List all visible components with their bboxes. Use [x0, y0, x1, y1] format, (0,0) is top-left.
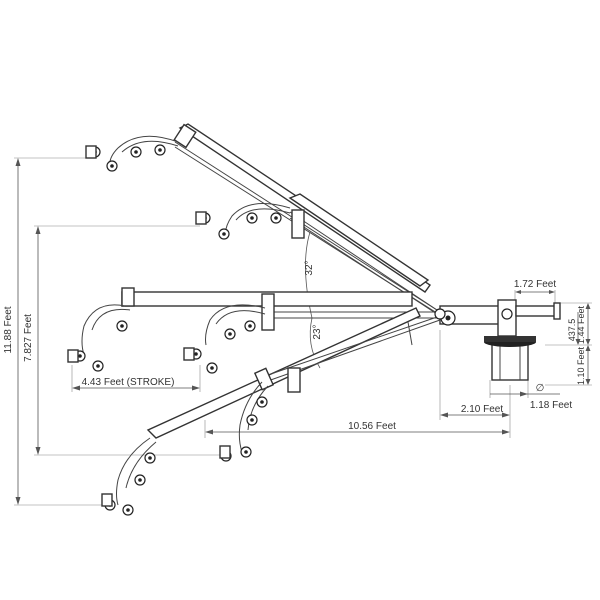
dim-total-height: 11.88 Feet	[3, 157, 105, 506]
dim-diameter: ∅ 1.18 Feet	[489, 380, 572, 411]
dim-mid-height-label: 7.827 Feet	[23, 314, 34, 362]
riser-base	[484, 336, 536, 381]
dim-diameter-label: 1.18 Feet	[530, 400, 572, 411]
dim-base-height-label: 1.10 Feet	[576, 346, 586, 385]
dim-stroke-label: 4.43 Feet (STROKE)	[82, 377, 175, 388]
swivel-head	[439, 299, 561, 337]
dim-right-height: 1.44 Feet	[545, 302, 592, 346]
dim-right-height-label: 1.44 Feet	[576, 305, 586, 344]
angle-down-indicator: 23°	[309, 317, 323, 369]
dim-base-offset-label: 2.10 Feet	[461, 404, 503, 415]
arm-position-upper	[195, 193, 441, 317]
dim-top-width-label: 1.72 Feet	[514, 279, 556, 290]
angle-down-label: 23°	[312, 324, 323, 339]
dim-mid-height: 7.827 Feet	[23, 225, 225, 456]
dim-base-offset: 2.10 Feet	[439, 330, 510, 420]
pivot-joint	[434, 308, 446, 320]
dim-small: 437.5	[567, 312, 581, 345]
dim-top-width: 1.72 Feet	[514, 279, 556, 306]
dim-base-height: 1.10 Feet	[545, 345, 592, 386]
dim-small-label: 437.5	[567, 319, 577, 342]
arm-position-lowered	[101, 307, 441, 516]
angle-up-indicator: 32°	[304, 231, 315, 319]
diameter-symbol: ∅	[536, 383, 545, 394]
arm-position-raised	[85, 123, 441, 316]
arm-position-horizontal	[67, 287, 440, 374]
dim-total-height-label: 11.88 Feet	[3, 306, 14, 353]
angle-up-label: 32°	[304, 260, 315, 275]
dim-reach-label: 10.56 Feet	[348, 421, 396, 432]
dim-stroke: 4.43 Feet (STROKE)	[71, 365, 201, 392]
